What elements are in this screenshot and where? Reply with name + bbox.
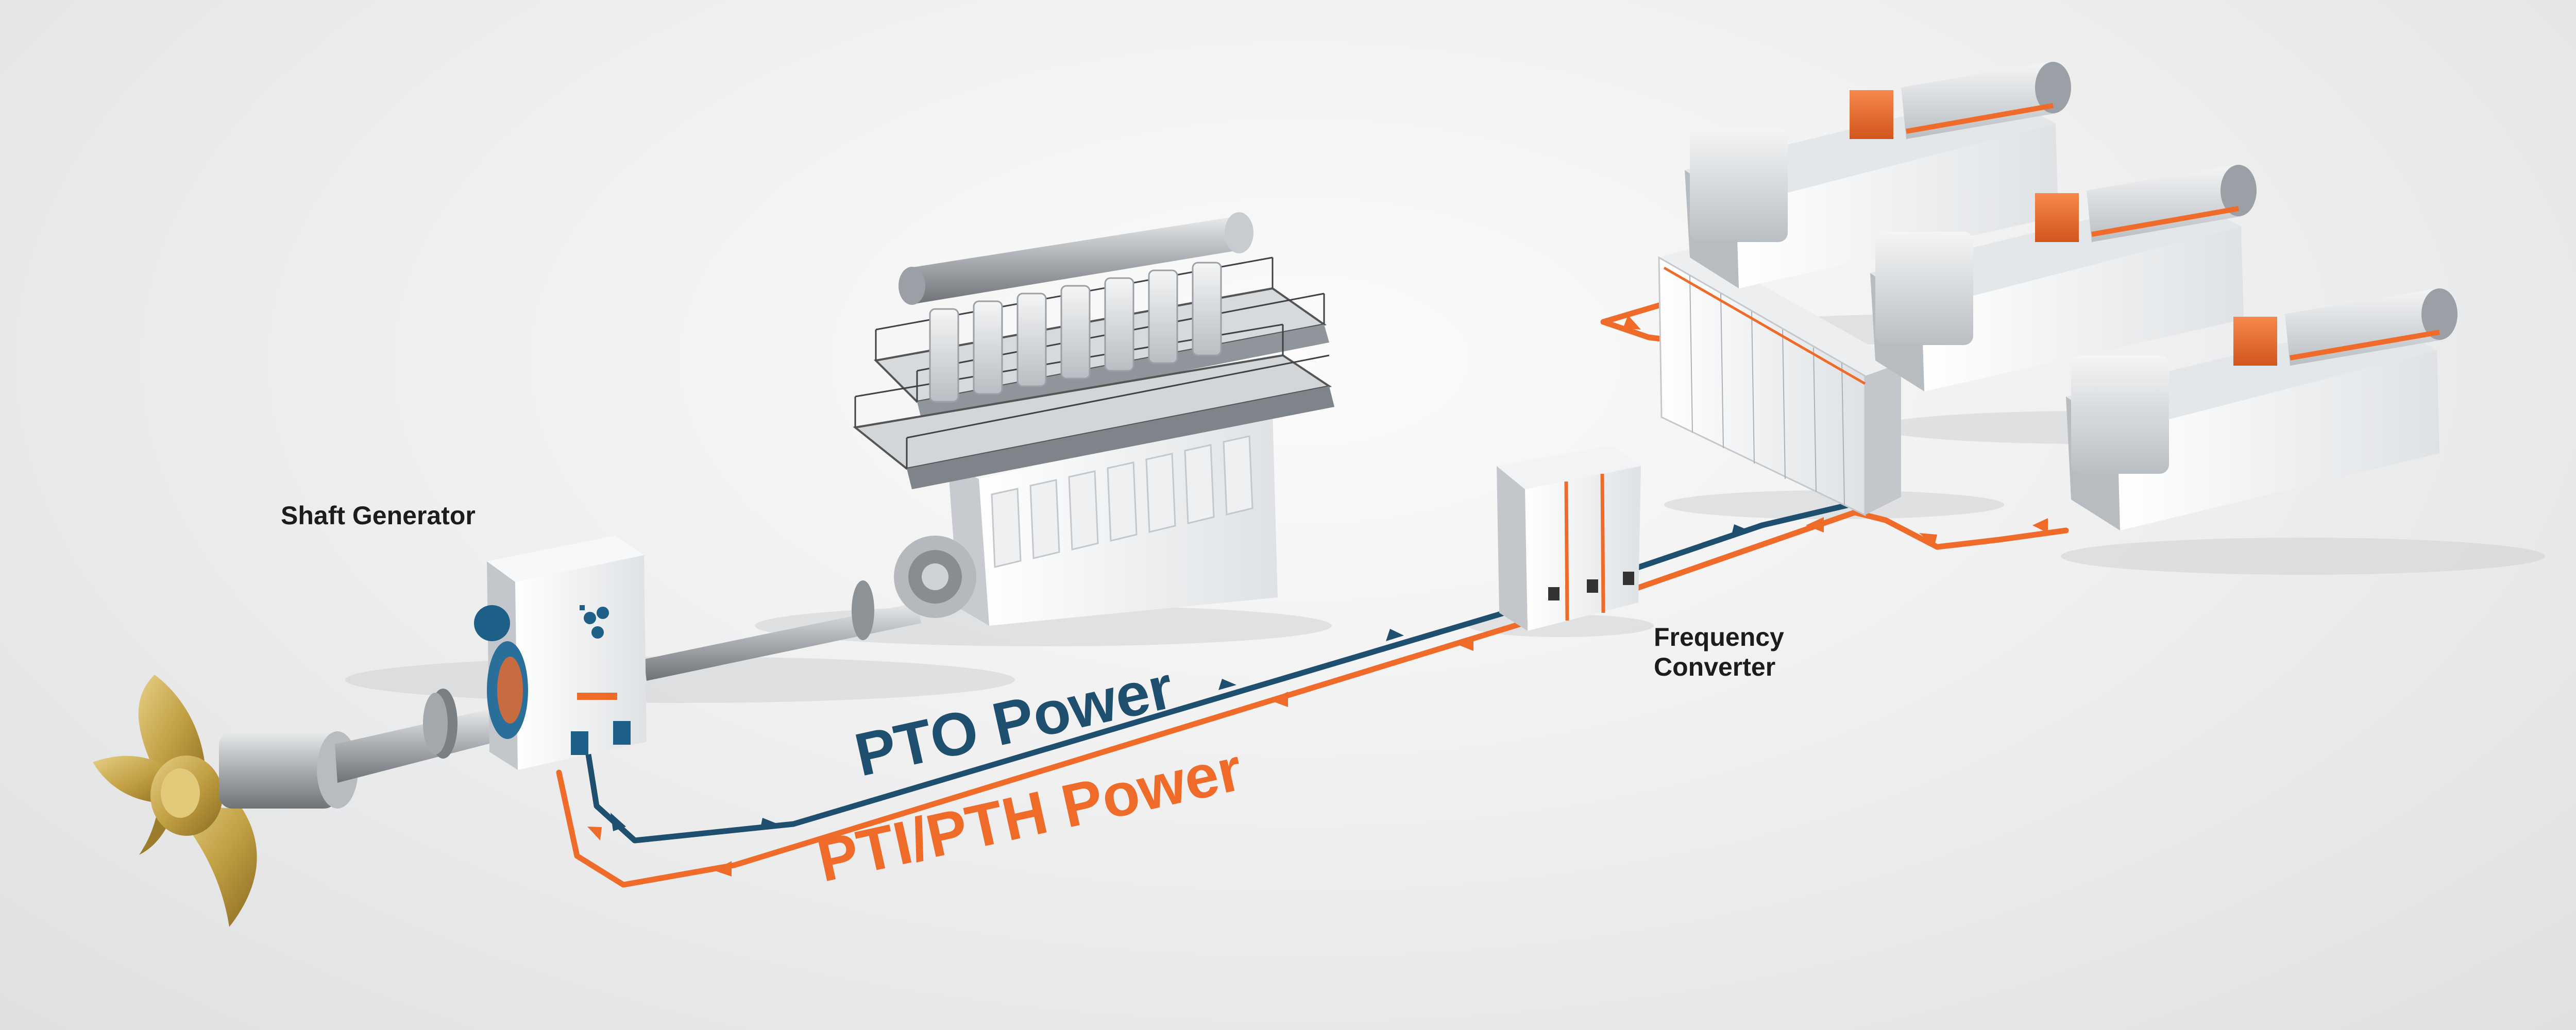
- pto-arrows: [611, 524, 1749, 831]
- frequency-converter-label-line2: Converter: [1654, 653, 1776, 681]
- switchboard: [1658, 247, 1901, 517]
- pti-arrows: [587, 315, 2048, 877]
- main-engine: [853, 212, 1334, 626]
- shaft-generator: [474, 536, 647, 770]
- propeller: [93, 675, 257, 927]
- frequency-converter: [1497, 445, 1641, 631]
- pto-power-line: [583, 502, 1853, 844]
- frequency-converter-label: Frequency Converter: [1654, 622, 1784, 682]
- shaft-generator-label: Shaft Generator: [281, 501, 476, 530]
- genset-1: [1685, 62, 2071, 288]
- genset-3: [2066, 288, 2458, 530]
- genset-2: [1870, 165, 2257, 391]
- propeller-shaft: [219, 580, 921, 809]
- frequency-converter-label-line1: Frequency: [1654, 623, 1784, 651]
